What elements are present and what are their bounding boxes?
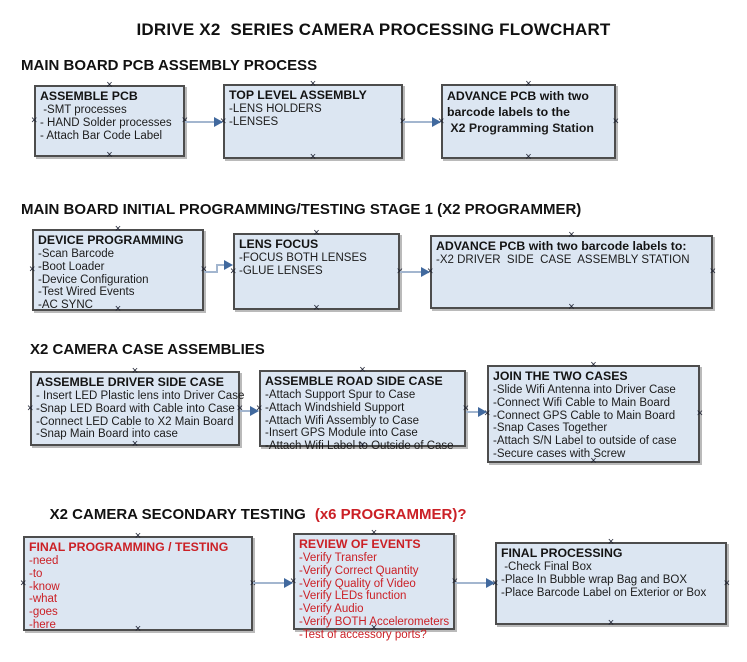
box-item: -Snap LED Board with Cable into Case xyxy=(36,402,235,415)
box-item: -Attach Support Spur to Case xyxy=(265,389,416,401)
flow-box-advance-pcb-programming-station: × × × × ADVANCE PCB with two barcode lab… xyxy=(438,79,619,163)
flow-box-device-programming: × × × × DEVICE PROGRAMMING -Scan Barcode… xyxy=(29,224,207,315)
flow-arrow-elbow xyxy=(204,260,233,273)
box-item: -Verify Transfer xyxy=(299,552,377,564)
flow-arrow xyxy=(185,117,223,127)
flow-arrow xyxy=(455,578,495,588)
box-title: FINAL PROCESSING xyxy=(501,546,623,560)
box-title: ASSEMBLE ROAD SIDE CASE xyxy=(265,374,443,388)
box-title: ADVANCE PCB with two barcode labels to: xyxy=(436,239,687,253)
box-item: -Snap Cases Together xyxy=(493,422,608,435)
box-item: -Attach Windshield Support xyxy=(265,401,405,414)
box-item: -Attach Wifi Assembly to Case xyxy=(265,414,420,427)
section-3-heading: X2 CAMERA CASE ASSEMBLIES xyxy=(30,341,265,358)
anchor-left-icon: × xyxy=(20,577,27,589)
box-item: -Connect LED Cable to X2 Main Board xyxy=(36,415,234,428)
flow-arrow xyxy=(466,407,487,417)
anchor-bottom-icon: × xyxy=(568,301,575,313)
flow-box-final-processing: × × × × FINAL PROCESSING -Check Final Bo… xyxy=(492,537,730,629)
box-item: -to xyxy=(29,567,43,580)
flow-arrow xyxy=(400,267,430,277)
box-item: -Place Barcode Label on Exterior or Box xyxy=(501,586,707,599)
box-title: ADVANCE PCB with two barcode labels to t… xyxy=(447,89,593,119)
box-item: -Verify Correct Quantity xyxy=(299,564,419,577)
anchor-right-icon: × xyxy=(709,265,716,278)
anchor-left-icon: × xyxy=(29,263,36,276)
flow-box-final-programming-testing: × × × × FINAL PROGRAMMING / TESTING -nee… xyxy=(20,531,256,635)
box-item: -Attach Wifi Label to Outside of Case xyxy=(265,440,454,453)
box-item: -Secure cases with Screw xyxy=(493,447,626,460)
section-4-heading: X2 CAMERA SECONDARY TESTING (x6 PROGRAMME… xyxy=(33,489,467,540)
box-title: JOIN THE TWO CASES xyxy=(493,369,628,383)
anchor-bottom-icon: × xyxy=(607,617,615,629)
box-item: -Verify Quality of Video xyxy=(299,577,416,590)
box-item: - Insert LED Plastic lens into Driver Ca… xyxy=(36,390,245,402)
box-item: -know xyxy=(29,580,60,593)
box-item: -here xyxy=(29,618,56,631)
anchor-bottom-icon: × xyxy=(131,438,139,450)
box-item: -need xyxy=(29,555,59,567)
box-item: -Scan Barcode xyxy=(38,248,115,260)
anchor-bottom-icon: × xyxy=(525,151,532,163)
box-item: -goes xyxy=(29,606,58,619)
box-item: -Place In Bubble wrap Bag and BOX xyxy=(501,573,688,586)
box-item: -FOCUS BOTH LENSES xyxy=(239,252,367,264)
anchor-bottom-icon: × xyxy=(106,149,113,161)
box-title: TOP LEVEL ASSEMBLY xyxy=(229,88,367,102)
box-item: -Check Final Box xyxy=(501,561,592,573)
box-item: -what xyxy=(29,593,58,606)
flow-box-join-the-two-cases: × × × × JOIN THE TWO CASES -Slide Wifi A… xyxy=(484,360,703,467)
box-title: ASSEMBLE DRIVER SIDE CASE xyxy=(36,375,224,389)
box-item: -Boot Loader xyxy=(38,260,105,273)
section-4-heading-red: (x6 PROGRAMMER)? xyxy=(314,506,467,523)
box-item: -Test Wired Events xyxy=(38,286,135,299)
flow-arrow xyxy=(253,578,293,588)
box-item: -Slide Wifi Antenna into Driver Case xyxy=(493,384,676,396)
box-item: -Insert GPS Module into Case xyxy=(265,427,418,440)
box-item: -Attach S/N Label to outside of case xyxy=(493,435,677,448)
anchor-left-icon: × xyxy=(31,114,38,127)
anchor-bottom-icon: × xyxy=(313,302,320,314)
box-title: FINAL PROGRAMMING / TESTING xyxy=(29,540,229,554)
box-item: -AC SYNC xyxy=(38,299,93,312)
box-item: -X2 DRIVER SIDE CASE ASSEMBLY STATION xyxy=(436,254,690,266)
flow-box-assemble-pcb: × × × × ASSEMBLE PCB -SMT processes - HA… xyxy=(31,80,188,161)
box-title: ASSEMBLE PCB xyxy=(40,89,138,103)
box-item: -Snap Main Board into case xyxy=(36,428,178,441)
flow-arrow xyxy=(403,117,441,127)
anchor-right-icon: × xyxy=(612,115,619,127)
section-4-heading-black: X2 CAMERA SECONDARY TESTING xyxy=(49,506,306,523)
box-item: -Device Configuration xyxy=(38,273,149,286)
page-title: IDRIVE X2 SERIES CAMERA PROCESSING FLOWC… xyxy=(136,20,611,39)
box-item: -GLUE LENSES xyxy=(239,264,323,277)
section-1-heading: MAIN BOARD PCB ASSEMBLY PROCESS xyxy=(21,57,318,74)
box-item: -Connect Wifi Cable to Main Board xyxy=(493,396,671,409)
box-title: DEVICE PROGRAMMING xyxy=(38,233,184,247)
anchor-left-icon: × xyxy=(27,402,34,414)
flow-arrow xyxy=(240,406,259,416)
box-item: - Attach Bar Code Label xyxy=(40,129,163,142)
anchor-right-icon: × xyxy=(696,407,703,420)
box-item: -SMT processes xyxy=(40,104,127,116)
box-item: -LENS HOLDERS xyxy=(229,103,322,115)
box-item: -Test of accessory ports? xyxy=(299,628,427,641)
flow-box-lens-focus: × × × × LENS FOCUS -FOCUS BOTH LENSES -G… xyxy=(230,228,403,314)
anchor-bottom-icon: × xyxy=(309,151,317,163)
box-item: - HAND Solder processes xyxy=(40,116,172,129)
box-item: -Verify BOTH Accelerometers xyxy=(299,615,450,628)
box-item: -Verify LEDs function xyxy=(299,590,407,603)
flow-box-assemble-road-side-case: × × × × ASSEMBLE ROAD SIDE CASE -Attach … xyxy=(256,365,469,453)
flow-box-advance-pcb-driver-side: × × × × ADVANCE PCB with two barcode lab… xyxy=(427,230,716,313)
flow-box-review-of-events: × × × × REVIEW OF EVENTS -Verify Transfe… xyxy=(290,528,458,641)
box-title: LENS FOCUS xyxy=(239,237,319,251)
box-title: REVIEW OF EVENTS xyxy=(299,537,421,551)
box-item: -Verify Audio xyxy=(299,603,364,616)
flow-box-assemble-driver-side-case: × × × × ASSEMBLE DRIVER SIDE CASE - Inse… xyxy=(27,366,245,450)
box-item: X2 Programming Station xyxy=(447,121,594,135)
box-item: -LENSES xyxy=(229,115,279,128)
section-2-heading: MAIN BOARD INITIAL PROGRAMMING/TESTING S… xyxy=(21,201,582,218)
flow-box-top-level-assembly: × × × × TOP LEVEL ASSEMBLY -LENS HOLDERS… xyxy=(220,79,406,163)
anchor-right-icon: × xyxy=(723,577,730,589)
box-item: -Connect GPS Cable to Main Board xyxy=(493,409,676,422)
